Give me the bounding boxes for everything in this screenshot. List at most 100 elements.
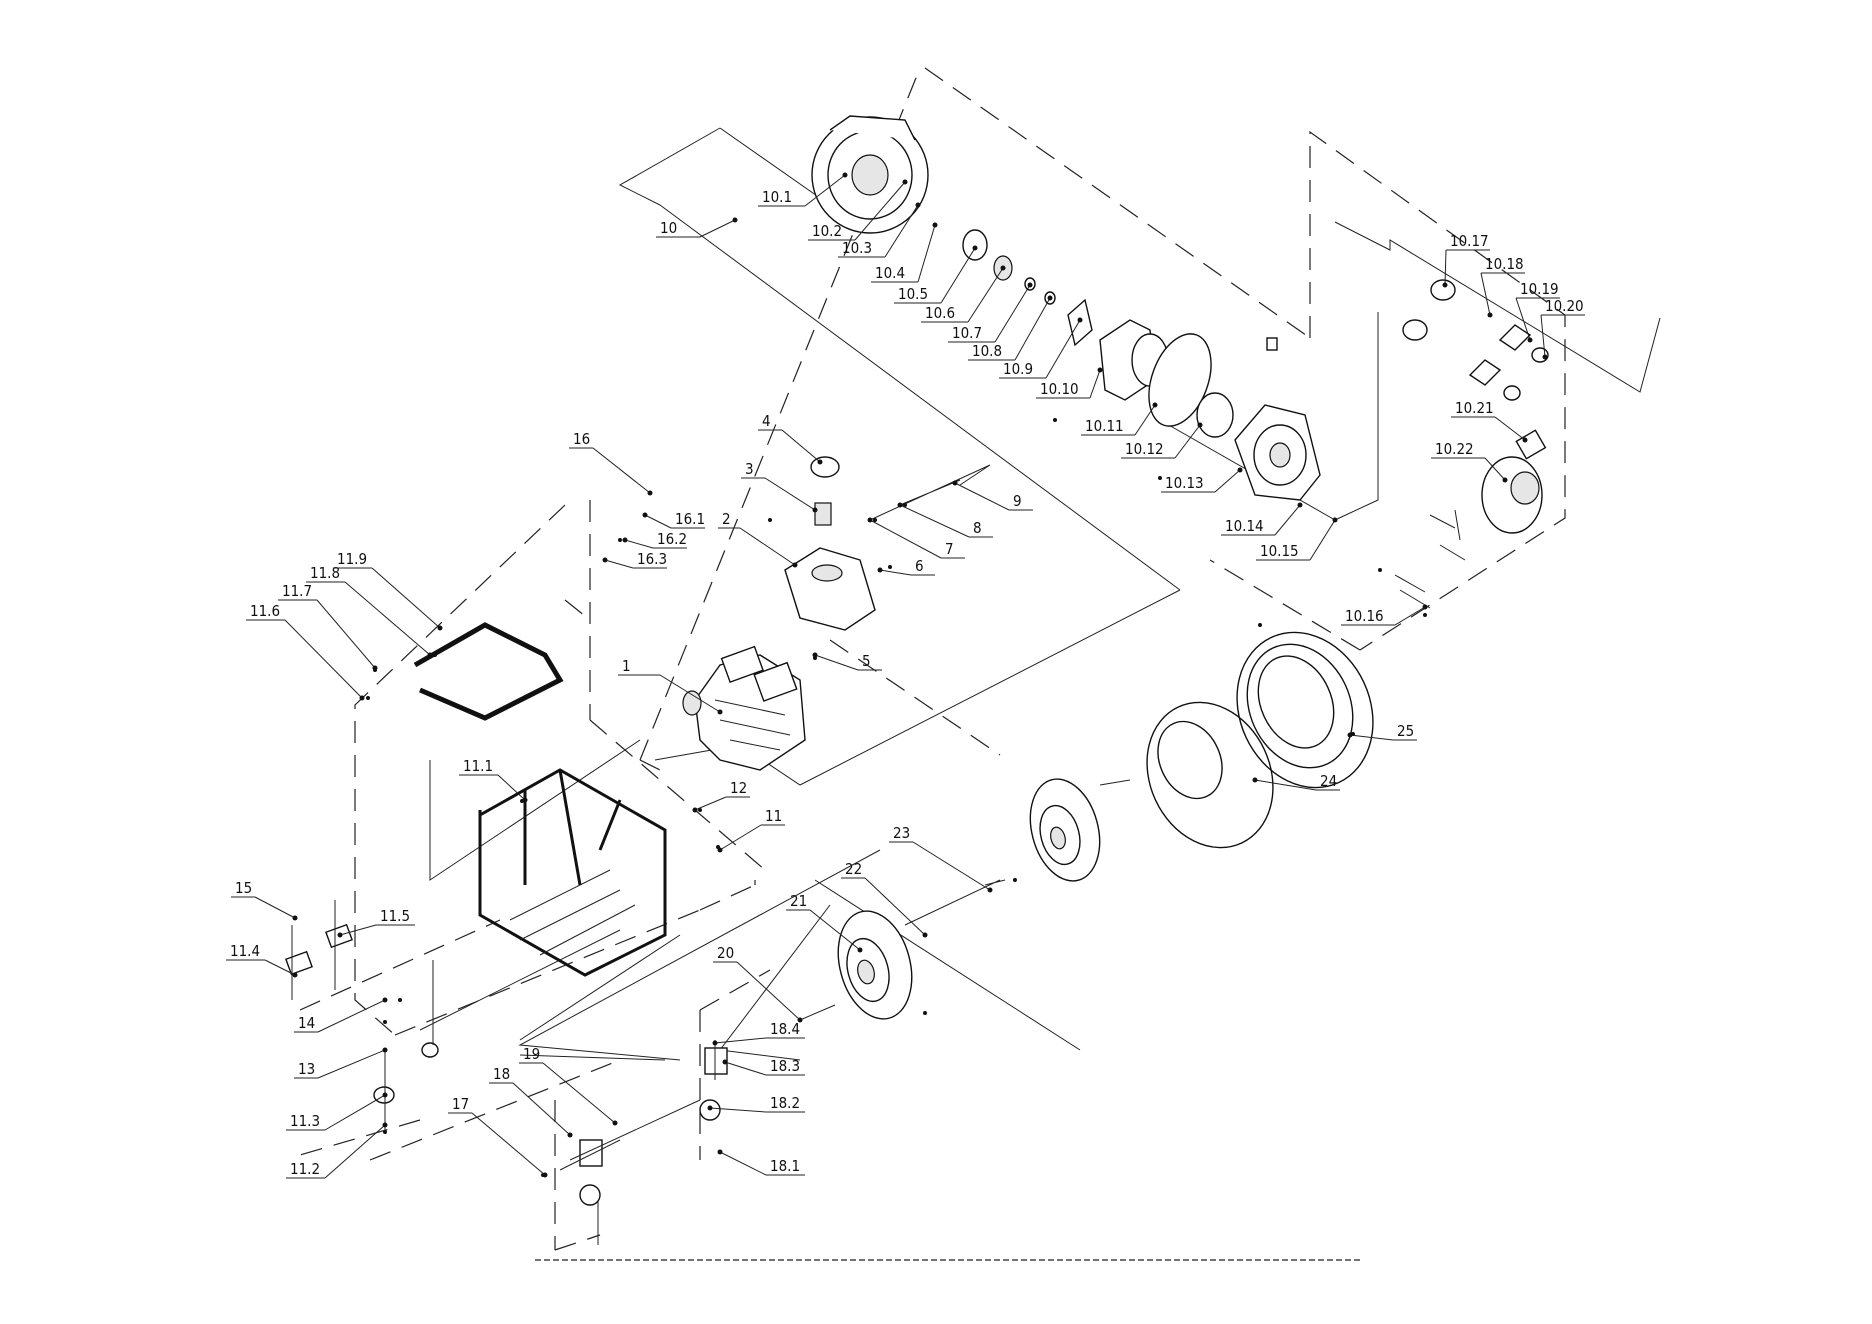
callout-leader <box>1135 405 1155 435</box>
callout-number: 2 <box>722 510 731 528</box>
callout-4: 4 <box>758 412 823 465</box>
callout-10-15: 10.15 <box>1256 518 1338 561</box>
callout-number: 22 <box>845 860 862 878</box>
callout-23: 23 <box>889 824 993 893</box>
callout-number: 21 <box>790 892 807 910</box>
callout-point <box>383 998 388 1003</box>
callout-number: 11 <box>765 807 782 825</box>
callout-point <box>1543 355 1548 360</box>
callout-11-2: 11.2 <box>286 1123 388 1179</box>
hose-barb-bottom <box>1403 320 1427 340</box>
callout-10-11: 10.11 <box>1081 403 1158 436</box>
callout-14: 14 <box>294 998 388 1033</box>
callout-point <box>648 491 653 496</box>
assembly-boundaries <box>300 68 1565 1260</box>
gasket <box>1197 393 1233 437</box>
callout-point <box>1238 468 1243 473</box>
callout-leader <box>941 248 975 303</box>
callout-point <box>383 1093 388 1098</box>
callout-number: 10.2 <box>812 222 842 240</box>
handle <box>415 625 560 718</box>
callout-number: 10.21 <box>1455 399 1494 417</box>
callout-number: 15 <box>235 879 252 897</box>
callout-leader <box>715 1038 766 1043</box>
callout-11-6: 11.6 <box>246 602 365 701</box>
callout-leader <box>913 842 990 890</box>
callout-point <box>293 916 298 921</box>
callout-point <box>373 666 378 671</box>
mount-bracket-11-4 <box>286 952 312 975</box>
rubber-mount-18 <box>580 1185 600 1205</box>
callout-24: 24 <box>1253 772 1341 790</box>
callout-number: 20 <box>717 944 734 962</box>
bolts <box>1395 510 1465 608</box>
callout-number: 9 <box>1013 492 1022 510</box>
callout-leader <box>1175 425 1200 458</box>
callout-number: 18 <box>493 1065 510 1083</box>
callout-number: 14 <box>298 1014 315 1032</box>
callout-number: 10.4 <box>875 264 905 282</box>
callout-number: 1 <box>622 657 631 675</box>
callout-3: 3 <box>741 460 818 513</box>
callout-point <box>1443 283 1448 288</box>
callout-number: 4 <box>762 412 771 430</box>
callout-16-3: 16.3 <box>603 550 668 568</box>
shaft-parts <box>870 465 990 520</box>
callout-10-14: 10.14 <box>1221 503 1303 536</box>
callout-number: 10.17 <box>1450 232 1489 250</box>
callout-10-21: 10.21 <box>1451 399 1528 443</box>
callout-number: 10.6 <box>925 304 955 322</box>
callout-point <box>1048 296 1053 301</box>
callout-point <box>718 1150 723 1155</box>
callout-13: 13 <box>294 1048 388 1079</box>
callout-point <box>878 568 883 573</box>
pump-casing <box>812 116 928 233</box>
callout-number: 7 <box>945 540 954 558</box>
callout-leader <box>1395 607 1425 625</box>
callout-leader <box>1495 417 1525 440</box>
callout-18-4: 18.4 <box>713 1020 806 1046</box>
callout-number: 8 <box>973 519 982 537</box>
callout-point <box>613 1121 618 1126</box>
callout-point <box>693 808 698 813</box>
callout-point <box>813 653 818 658</box>
callout-leader <box>1275 505 1300 535</box>
rubber-mount-13 <box>422 1043 438 1057</box>
callout-16-1: 16.1 <box>643 510 706 528</box>
callout-number: 18.1 <box>770 1157 800 1175</box>
callout-point <box>1348 733 1353 738</box>
callout-point <box>953 481 958 486</box>
callout-point <box>916 203 921 208</box>
callout-number: 10.13 <box>1165 474 1204 492</box>
callout-point <box>523 798 528 803</box>
callout-point <box>1098 368 1103 373</box>
callout-point <box>623 538 628 543</box>
callout-point <box>438 626 443 631</box>
callout-leader <box>720 1152 766 1175</box>
callout-leader <box>318 1050 385 1078</box>
callout-number: 6 <box>915 557 924 575</box>
callout-leader <box>318 1000 385 1032</box>
callout-number: 10.5 <box>898 285 928 303</box>
callout-18: 18 <box>489 1065 573 1138</box>
callout-10: 10 <box>656 218 738 238</box>
callout-leader <box>317 600 375 668</box>
callout-point <box>603 558 608 563</box>
callout-point <box>1488 313 1493 318</box>
callout-point <box>713 1041 718 1046</box>
callout-number: 10.16 <box>1345 607 1384 625</box>
callout-point <box>903 180 908 185</box>
callout-10-7: 10.7 <box>948 283 1033 343</box>
callout-point <box>1503 478 1508 483</box>
callout-number: 25 <box>1397 722 1414 740</box>
callout-point <box>383 1048 388 1053</box>
callout-number: 16.2 <box>657 530 687 548</box>
callout-number: 10.3 <box>842 239 872 257</box>
callout-number: 11.9 <box>337 550 367 568</box>
callout-number: 10.9 <box>1003 360 1033 378</box>
callout-point <box>793 563 798 568</box>
callout-9: 9 <box>953 481 1034 511</box>
callout-point <box>813 508 818 513</box>
callout-leader <box>918 225 935 282</box>
callout-point <box>293 973 298 978</box>
